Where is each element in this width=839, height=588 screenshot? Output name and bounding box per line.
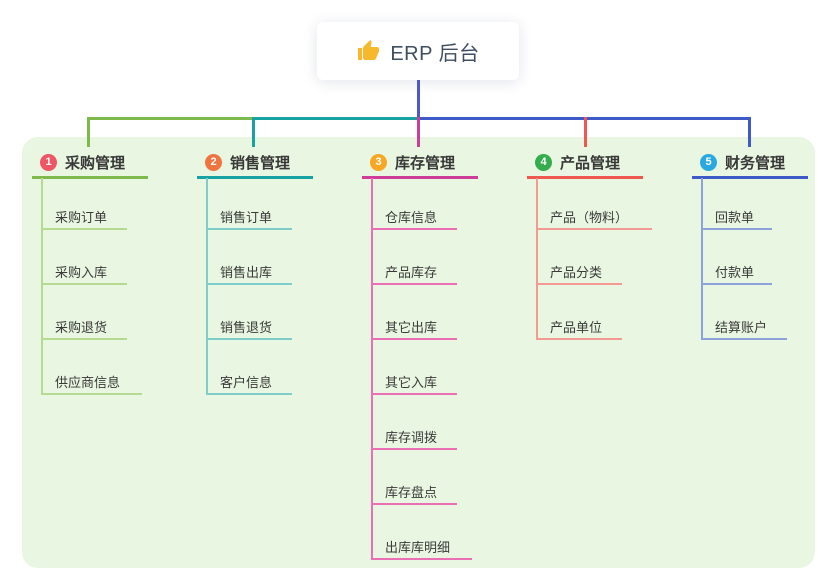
child-node[interactable]: 其它出库 [385,319,438,335]
child-underline [206,393,292,395]
child-underline [371,448,457,450]
branch-underline [32,176,148,179]
branch-label: 库存管理 [395,154,456,172]
child-underline [536,283,622,285]
thumbs-up-icon [356,39,380,63]
child-node[interactable]: 产品（物料） [550,209,629,225]
child-node[interactable]: 仓库信息 [385,209,438,225]
child-underline [701,228,772,230]
child-node[interactable]: 采购订单 [55,209,108,225]
child-underline [206,338,292,340]
root-node-label: ERP 后台 [390,42,480,65]
child-node[interactable]: 产品单位 [550,319,603,335]
root-trunk-line [417,80,420,119]
branch-number-badge: 2 [205,153,222,171]
branch-label: 采购管理 [65,154,126,172]
branch-drop-line [417,117,420,147]
child-node[interactable]: 产品分类 [550,264,603,280]
child-node[interactable]: 销售订单 [220,209,273,225]
child-underline [41,283,127,285]
branch-label: 销售管理 [230,154,291,172]
child-node[interactable]: 出库库明细 [385,539,451,555]
branch-underline [362,176,478,179]
child-underline [371,228,457,230]
child-underline [536,338,622,340]
branch-number-badge: 1 [40,153,57,171]
children-vertical-line [41,178,43,395]
children-vertical-line [536,178,538,340]
bus-line-segment [87,117,254,120]
branch-number-badge: 4 [535,153,552,171]
branch-node-5[interactable]: 5 财务管理 [700,151,785,173]
child-underline [41,228,127,230]
branch-drop-line [87,117,90,147]
child-node[interactable]: 供应商信息 [55,374,121,390]
branch-label: 产品管理 [560,154,621,172]
child-underline [371,338,457,340]
children-vertical-line [371,178,373,560]
branch-underline [692,176,808,179]
child-underline [206,228,292,230]
branch-node-4[interactable]: 4 产品管理 [535,151,620,173]
branch-number-badge: 3 [370,153,387,171]
branch-drop-line [748,117,751,147]
branch-underline [527,176,643,179]
child-underline [206,283,292,285]
child-node[interactable]: 回款单 [715,209,755,225]
child-underline [371,503,457,505]
branch-node-3[interactable]: 3 库存管理 [370,151,455,173]
child-underline [371,283,457,285]
branch-label: 财务管理 [725,154,786,172]
branch-node-2[interactable]: 2 销售管理 [205,151,290,173]
children-vertical-line [206,178,208,395]
child-underline [41,393,142,395]
branch-node-1[interactable]: 1 采购管理 [40,151,125,173]
branch-drop-line [584,117,587,147]
child-underline [371,558,472,560]
child-node[interactable]: 销售退货 [220,319,273,335]
child-underline [41,338,127,340]
child-underline [701,338,787,340]
child-node[interactable]: 付款单 [715,264,755,280]
child-node[interactable]: 库存调拨 [385,429,438,445]
child-node[interactable]: 其它入库 [385,374,438,390]
child-node[interactable]: 销售出库 [220,264,273,280]
child-underline [536,228,652,230]
children-vertical-line [701,178,703,340]
branch-drop-line [252,117,255,147]
bus-line-segment [252,117,419,120]
child-node[interactable]: 采购入库 [55,264,108,280]
root-node[interactable]: ERP 后台 [317,22,519,80]
branch-underline [197,176,313,179]
child-underline [371,393,457,395]
background-panel [22,137,815,568]
child-underline [701,283,772,285]
child-node[interactable]: 客户信息 [220,374,273,390]
child-node[interactable]: 结算账户 [715,319,768,335]
child-node[interactable]: 产品库存 [385,264,438,280]
branch-number-badge: 5 [700,153,717,171]
child-node[interactable]: 库存盘点 [385,484,438,500]
child-node[interactable]: 采购退货 [55,319,108,335]
